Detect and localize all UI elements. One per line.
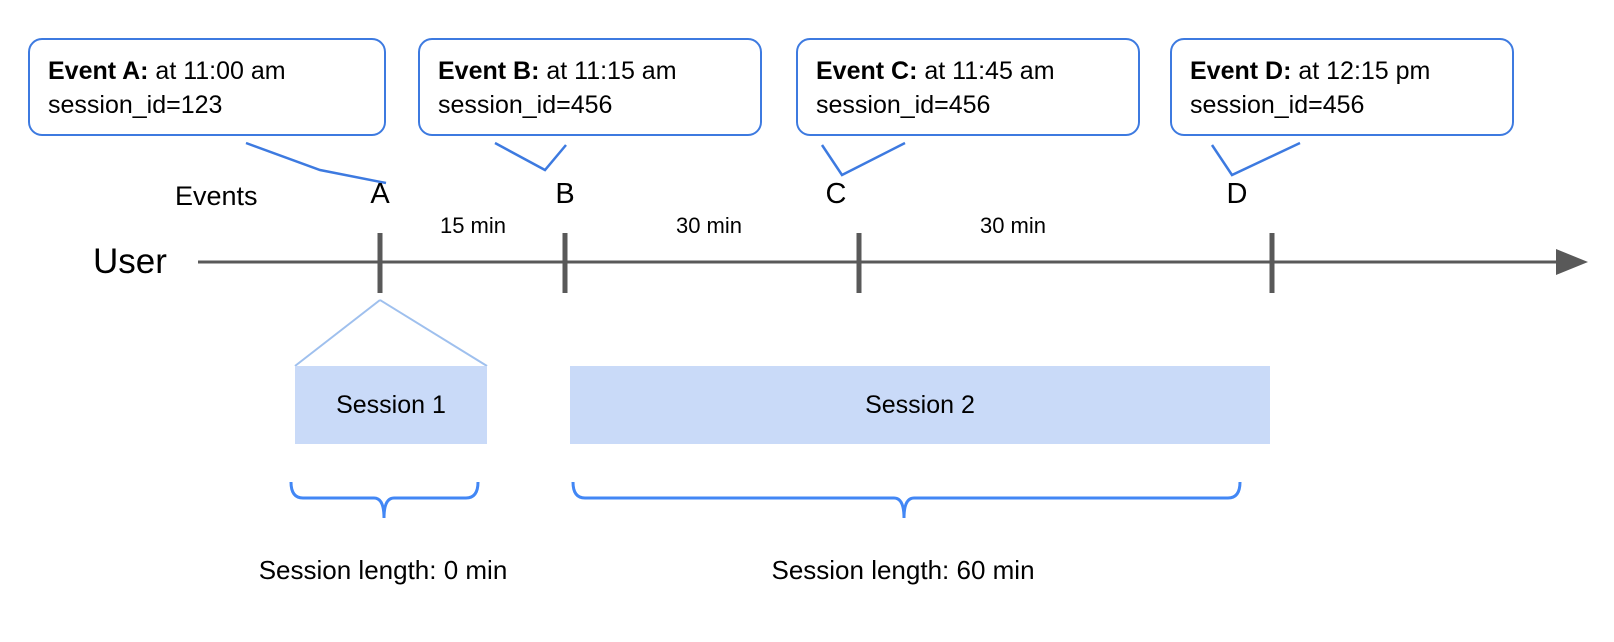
- row-label-user: User: [93, 242, 167, 281]
- callout-event-b[interactable]: Event B: at 11:15 am session_id=456: [418, 38, 762, 136]
- callout-b-label: Event B:: [438, 57, 540, 85]
- session1-connector-lines: [294, 299, 488, 367]
- brace-session-2: [571, 481, 1242, 519]
- session-length-caption-1: Session length: 0 min: [258, 555, 508, 585]
- callout-tail-c: [820, 141, 906, 177]
- event-letter-b: B: [555, 178, 575, 210]
- brace-session-1: [289, 481, 480, 519]
- event-tick-marks: [377, 233, 1275, 293]
- timeline-axis: [198, 249, 1588, 275]
- event-letter-d: D: [1226, 178, 1248, 210]
- callout-leader-lines: [245, 141, 1301, 185]
- callout-tail-a: [245, 141, 387, 185]
- row-label-events: Events: [175, 181, 258, 211]
- callout-d-label: Event D:: [1190, 57, 1292, 85]
- callout-d-time: at 12:15 pm: [1291, 57, 1431, 85]
- callout-tail-d: [1210, 141, 1301, 177]
- callout-c-time: at 11:45 am: [917, 57, 1055, 85]
- session-bar-1-label: Session 1: [336, 390, 446, 419]
- callout-c-label: Event C:: [816, 57, 918, 85]
- callout-a-label: Event A:: [48, 57, 149, 85]
- callout-c-session: session_id=456: [816, 91, 991, 119]
- callout-event-c[interactable]: Event C: at 11:45 am session_id=456: [796, 38, 1140, 136]
- event-letter-c: C: [825, 178, 847, 210]
- interval-label-c-d: 30 min: [979, 213, 1047, 238]
- session-bar-2-label: Session 2: [865, 390, 975, 419]
- callout-b-session: session_id=456: [438, 91, 613, 119]
- callout-a-time: at 11:00 am: [148, 57, 286, 85]
- interval-label-a-b: 15 min: [439, 213, 507, 238]
- session-bar-2[interactable]: Session 2: [570, 366, 1270, 444]
- event-letter-a: A: [370, 178, 390, 210]
- session-length-braces: [289, 481, 1242, 519]
- callout-event-a[interactable]: Event A: at 11:00 am session_id=123: [28, 38, 386, 136]
- callout-d-session: session_id=456: [1190, 91, 1365, 119]
- callout-b-time: at 11:15 am: [539, 57, 677, 85]
- callout-a-session: session_id=123: [48, 91, 223, 119]
- interval-label-b-c: 30 min: [675, 213, 743, 238]
- callout-tail-b: [494, 141, 567, 172]
- session-length-caption-2: Session length: 60 min: [771, 555, 1035, 585]
- session-bar-1[interactable]: Session 1: [295, 366, 487, 444]
- callout-event-d[interactable]: Event D: at 12:15 pm session_id=456: [1170, 38, 1514, 136]
